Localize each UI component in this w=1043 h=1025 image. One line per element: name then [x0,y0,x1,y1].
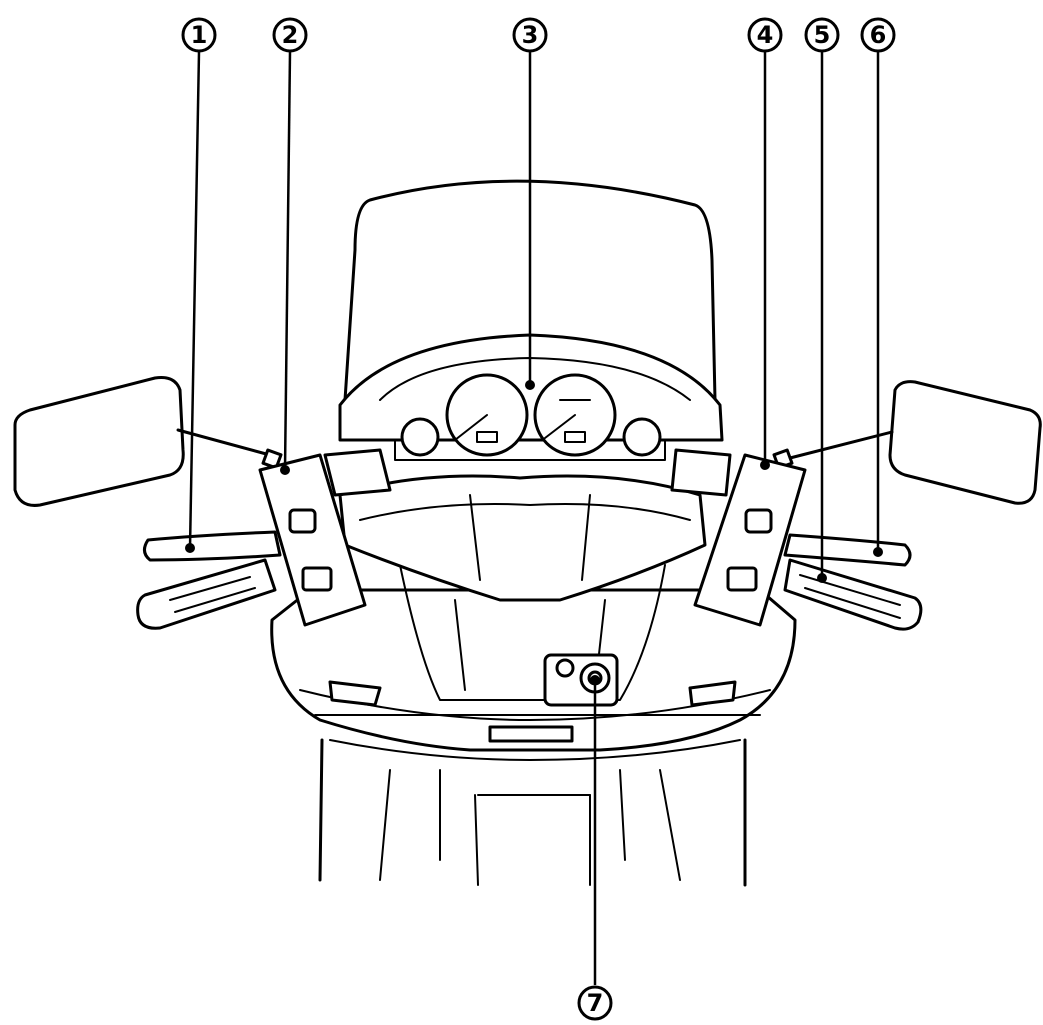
svg-text:3: 3 [522,21,539,49]
callout-5: 5 [804,17,840,53]
left-mirror-icon [13,376,283,507]
callout-4: 4 [747,17,783,53]
callout-2: 2 [272,17,308,53]
callout-3: 3 [512,17,548,53]
left-brake-lever [143,530,282,562]
svg-text:2: 2 [282,21,299,49]
ignition-switch-icon [543,653,619,707]
instrument-panel-icon [394,373,666,461]
left-handlebar [136,453,367,630]
right-mirror-icon [772,380,1042,505]
svg-text:5: 5 [814,21,831,49]
callout-6: 6 [860,17,896,53]
emblem-slot [488,725,574,743]
right-brake-lever [783,533,912,567]
leader-lines [185,51,883,985]
svg-text:7: 7 [587,989,604,1017]
svg-text:6: 6 [870,21,887,49]
callout-1: 1 [181,17,217,53]
leader-1 [188,51,201,549]
callout-7: 7 [577,985,613,1021]
leader-2 [283,51,292,471]
right-switch-box [693,453,807,627]
left-switch-box [258,453,367,627]
left-vent [328,680,382,707]
scooter-body [270,179,797,887]
svg-text:1: 1 [191,21,208,49]
left-grip [136,558,277,630]
svg-text:4: 4 [757,21,774,49]
right-vent [688,680,737,707]
